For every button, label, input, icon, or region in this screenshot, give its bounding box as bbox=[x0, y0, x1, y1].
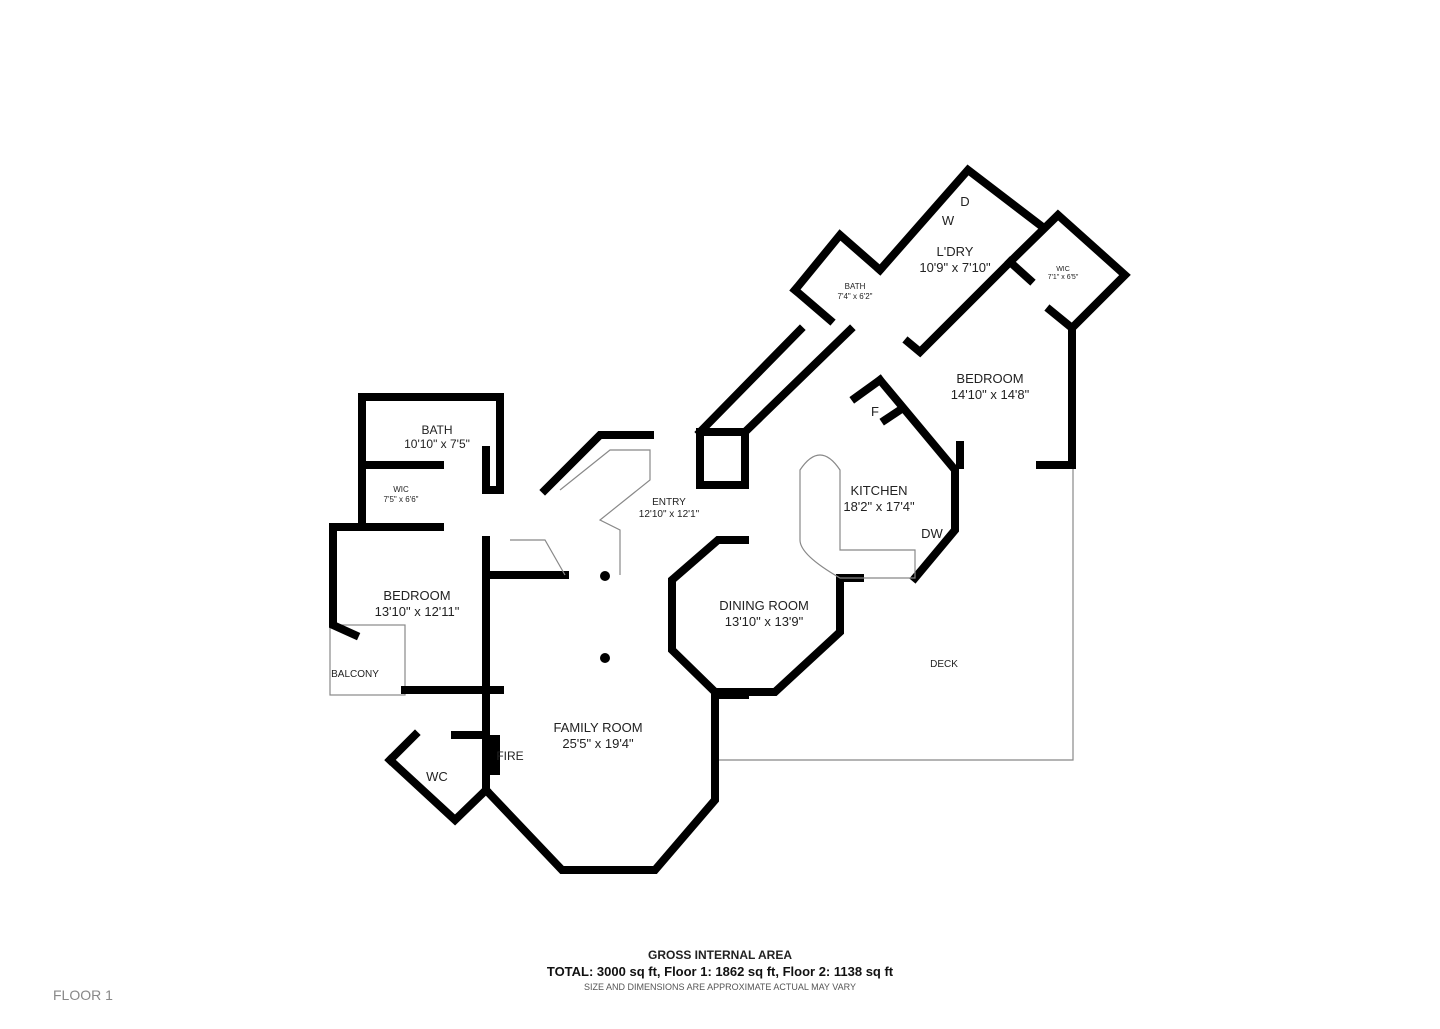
walls bbox=[329, 164, 1131, 874]
room-dims: 7'4" x 6'2" bbox=[837, 291, 873, 301]
footer-title: GROSS INTERNAL AREA bbox=[647, 948, 793, 962]
washer-label: W bbox=[941, 213, 955, 228]
deck-outline bbox=[329, 465, 1074, 761]
room-dims: 7'1" x 6'5" bbox=[1047, 274, 1079, 282]
room-name: L'DRY bbox=[936, 244, 974, 259]
room-dims: 12'10" x 12'1" bbox=[638, 509, 700, 520]
room-name: BATH bbox=[421, 423, 453, 437]
room-wc: WC bbox=[426, 769, 448, 784]
room-name: WIC bbox=[393, 485, 409, 494]
room-name: KITCHEN bbox=[850, 483, 908, 498]
room-name: BEDROOM bbox=[383, 588, 451, 603]
room-name: FAMILY ROOM bbox=[553, 720, 643, 735]
room-name: WIC bbox=[1056, 266, 1070, 273]
room-dims: 14'10" x 14'8" bbox=[950, 386, 1030, 402]
dishwasher-label: DW bbox=[921, 526, 943, 541]
room-dims: 10'9" x 7'10" bbox=[919, 259, 991, 275]
room-name: DINING ROOM bbox=[719, 598, 809, 613]
room-name: BEDROOM bbox=[956, 371, 1024, 386]
footer-total: TOTAL: 3000 sq ft, Floor 1: 1862 sq ft, … bbox=[546, 964, 894, 979]
kitchen-island bbox=[799, 454, 916, 579]
room-name: BATH bbox=[844, 282, 866, 291]
footer-disclaimer: SIZE AND DIMENSIONS ARE APPROXIMATE ACTU… bbox=[584, 982, 856, 992]
room-deck: DECK bbox=[930, 659, 958, 670]
room-dims: 13'10" x 13'9" bbox=[724, 613, 804, 629]
dryer-label: D bbox=[960, 194, 970, 209]
room-balcony: BALCONY bbox=[331, 669, 379, 680]
fridge-label: F bbox=[871, 404, 879, 419]
room-dims: 18'2" x 17'4" bbox=[843, 498, 915, 514]
room-fire: FIRE bbox=[496, 749, 524, 763]
room-dims: 10'10" x 7'5" bbox=[404, 437, 470, 452]
room-dims: 7'5" x 6'6" bbox=[383, 494, 419, 504]
room-name: ENTRY bbox=[652, 497, 686, 508]
column bbox=[600, 571, 610, 581]
room-dims: 25'5" x 19'4" bbox=[562, 735, 634, 751]
floor-label: FLOOR 1 bbox=[53, 987, 113, 1003]
staircase bbox=[510, 449, 651, 576]
room-dims: 13'10" x 12'11" bbox=[374, 603, 460, 619]
column bbox=[600, 653, 610, 663]
